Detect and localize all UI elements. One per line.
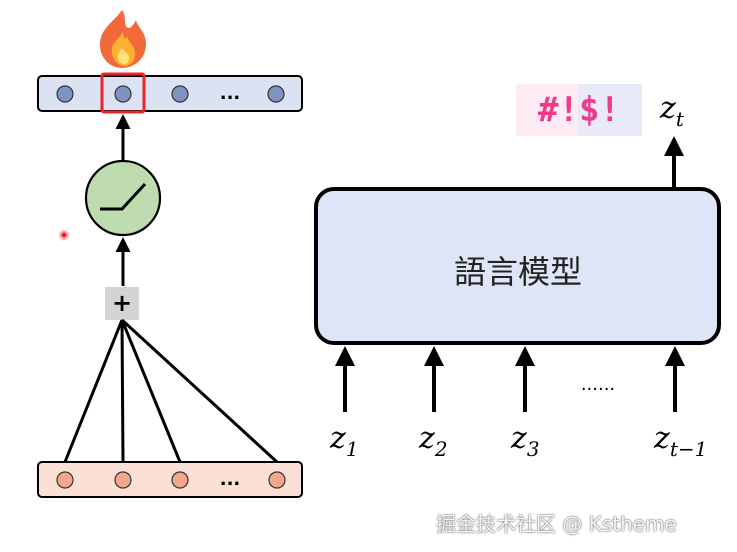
output-token: zt xyxy=(659,91,685,131)
input-token-2: z2 xyxy=(418,421,448,461)
input-connections xyxy=(63,318,279,464)
input-node xyxy=(171,471,189,489)
input-node xyxy=(114,471,132,489)
plus-symbol: + xyxy=(112,289,132,317)
relu-icon xyxy=(100,182,147,211)
output-node xyxy=(171,85,189,103)
top-row-ellipsis: ... xyxy=(220,83,241,104)
watermark: 掘金技术社区 @ Kstheme xyxy=(436,512,677,536)
sum-node: + xyxy=(105,287,139,320)
input-node xyxy=(56,471,74,489)
relu-activation-node xyxy=(84,159,162,237)
language-model-label: 語言模型 xyxy=(454,253,582,291)
output-node xyxy=(267,85,285,103)
glitch-output: #!$! xyxy=(516,84,642,136)
input-token-3: z3 xyxy=(510,421,540,461)
input-arrows xyxy=(335,346,685,412)
output-node xyxy=(56,85,74,103)
inputs-ellipsis: ...... xyxy=(581,374,615,395)
output-layer-row: ... xyxy=(37,72,303,114)
input-token-1: z1 xyxy=(329,421,359,461)
red-dot-icon xyxy=(59,230,69,240)
input-layer-row: ... xyxy=(37,461,303,498)
glitch-output-text: #!$! xyxy=(538,90,620,130)
highlight-box xyxy=(100,72,146,114)
language-model-box: 語言模型 xyxy=(314,187,721,345)
fire-icon xyxy=(100,10,146,68)
input-token-t-minus-1: zt−1 xyxy=(653,421,707,461)
output-node xyxy=(114,85,132,103)
bottom-row-ellipsis: ... xyxy=(220,469,241,490)
input-node xyxy=(268,471,286,489)
